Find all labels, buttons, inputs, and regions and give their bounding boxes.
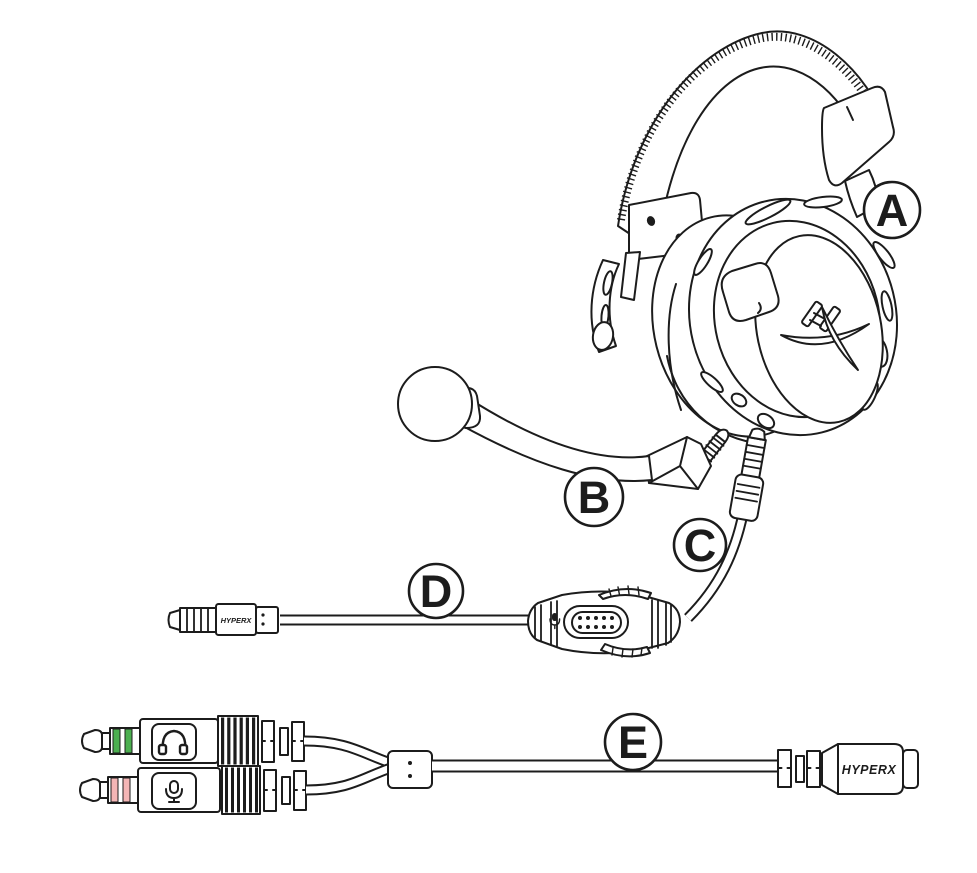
strain-relief-ribs — [221, 717, 256, 765]
ring-slot — [880, 290, 894, 322]
port-hole — [756, 412, 776, 430]
fork-knob — [591, 321, 615, 351]
headband-adjuster — [821, 85, 895, 187]
callout-d-letter: D — [420, 566, 453, 617]
microphone-icon — [549, 613, 561, 630]
headset-illustration — [590, 30, 899, 445]
slider-grip-dots — [578, 616, 614, 629]
pink-stripe — [122, 777, 131, 803]
pink-stripe — [110, 777, 119, 803]
callout-e: E — [603, 712, 663, 772]
ring-slot — [803, 195, 843, 209]
cushion-inner-edge — [667, 283, 682, 411]
microphone-plug-pink — [79, 765, 307, 815]
mute-slider-thumb — [571, 611, 622, 634]
callout-d: D — [407, 562, 465, 620]
hinge-screw — [646, 216, 656, 226]
callout-e-letter: E — [618, 717, 648, 768]
adjuster-notch — [846, 106, 854, 121]
port-hole — [730, 392, 748, 408]
headset-cable-c — [684, 427, 767, 622]
cable-junction — [387, 750, 433, 789]
module-left-ribs — [534, 600, 558, 647]
icon-frame — [151, 723, 197, 761]
earcup-plate — [754, 234, 884, 424]
cable-c-plug — [728, 427, 767, 522]
wedge-fold — [648, 436, 699, 490]
hyperx-logo-text: HYPERX — [842, 763, 897, 777]
mic-plug-wedge — [644, 436, 712, 490]
callout-a-letter: A — [876, 185, 909, 236]
mic-pop-filter — [397, 366, 473, 442]
icon-frame — [151, 772, 197, 810]
splitter-wire-top-core — [303, 737, 396, 768]
ring-slot — [700, 371, 724, 393]
connector-end-cap — [902, 749, 919, 789]
line-art: HYPERX — [79, 30, 922, 815]
ring-slot — [872, 241, 896, 269]
green-stripe — [112, 728, 121, 754]
strain-relief-ribs — [225, 767, 258, 813]
mic-boom — [460, 397, 653, 482]
splitter-cable-e: HYPERX — [79, 715, 919, 815]
microphone-icon — [165, 780, 183, 803]
callout-b: B — [563, 466, 625, 528]
module-right-ribs — [651, 599, 672, 649]
fork-slot — [602, 270, 614, 296]
callout-c: C — [672, 517, 728, 573]
pivot-block — [720, 262, 780, 322]
ring-slot — [744, 198, 792, 226]
volume-wheel-bottom — [600, 643, 651, 658]
callout-b-letter: B — [578, 472, 611, 523]
hyperx-monogram-icon — [780, 300, 870, 371]
pivot-detail — [757, 302, 762, 314]
callouts: A B C D E — [407, 180, 922, 772]
inline-control-module — [527, 585, 681, 658]
ring-slot — [693, 248, 713, 276]
hyperx-logo-text: HYPERX — [221, 616, 253, 625]
female-connector: HYPERX — [777, 743, 919, 795]
headphones-icon — [157, 729, 189, 756]
headband-tail — [620, 251, 641, 301]
cable-d-plug: HYPERX — [167, 603, 279, 636]
callout-a: A — [862, 180, 922, 240]
microphone-illustration — [397, 366, 730, 490]
callout-c-letter: C — [684, 520, 717, 571]
control-cable-d: HYPERX — [167, 585, 681, 658]
headphone-plug-green — [81, 715, 305, 767]
cable-c-wire-core — [685, 513, 747, 621]
splitter-wire-bottom-core — [305, 763, 396, 794]
green-stripe — [124, 728, 133, 754]
